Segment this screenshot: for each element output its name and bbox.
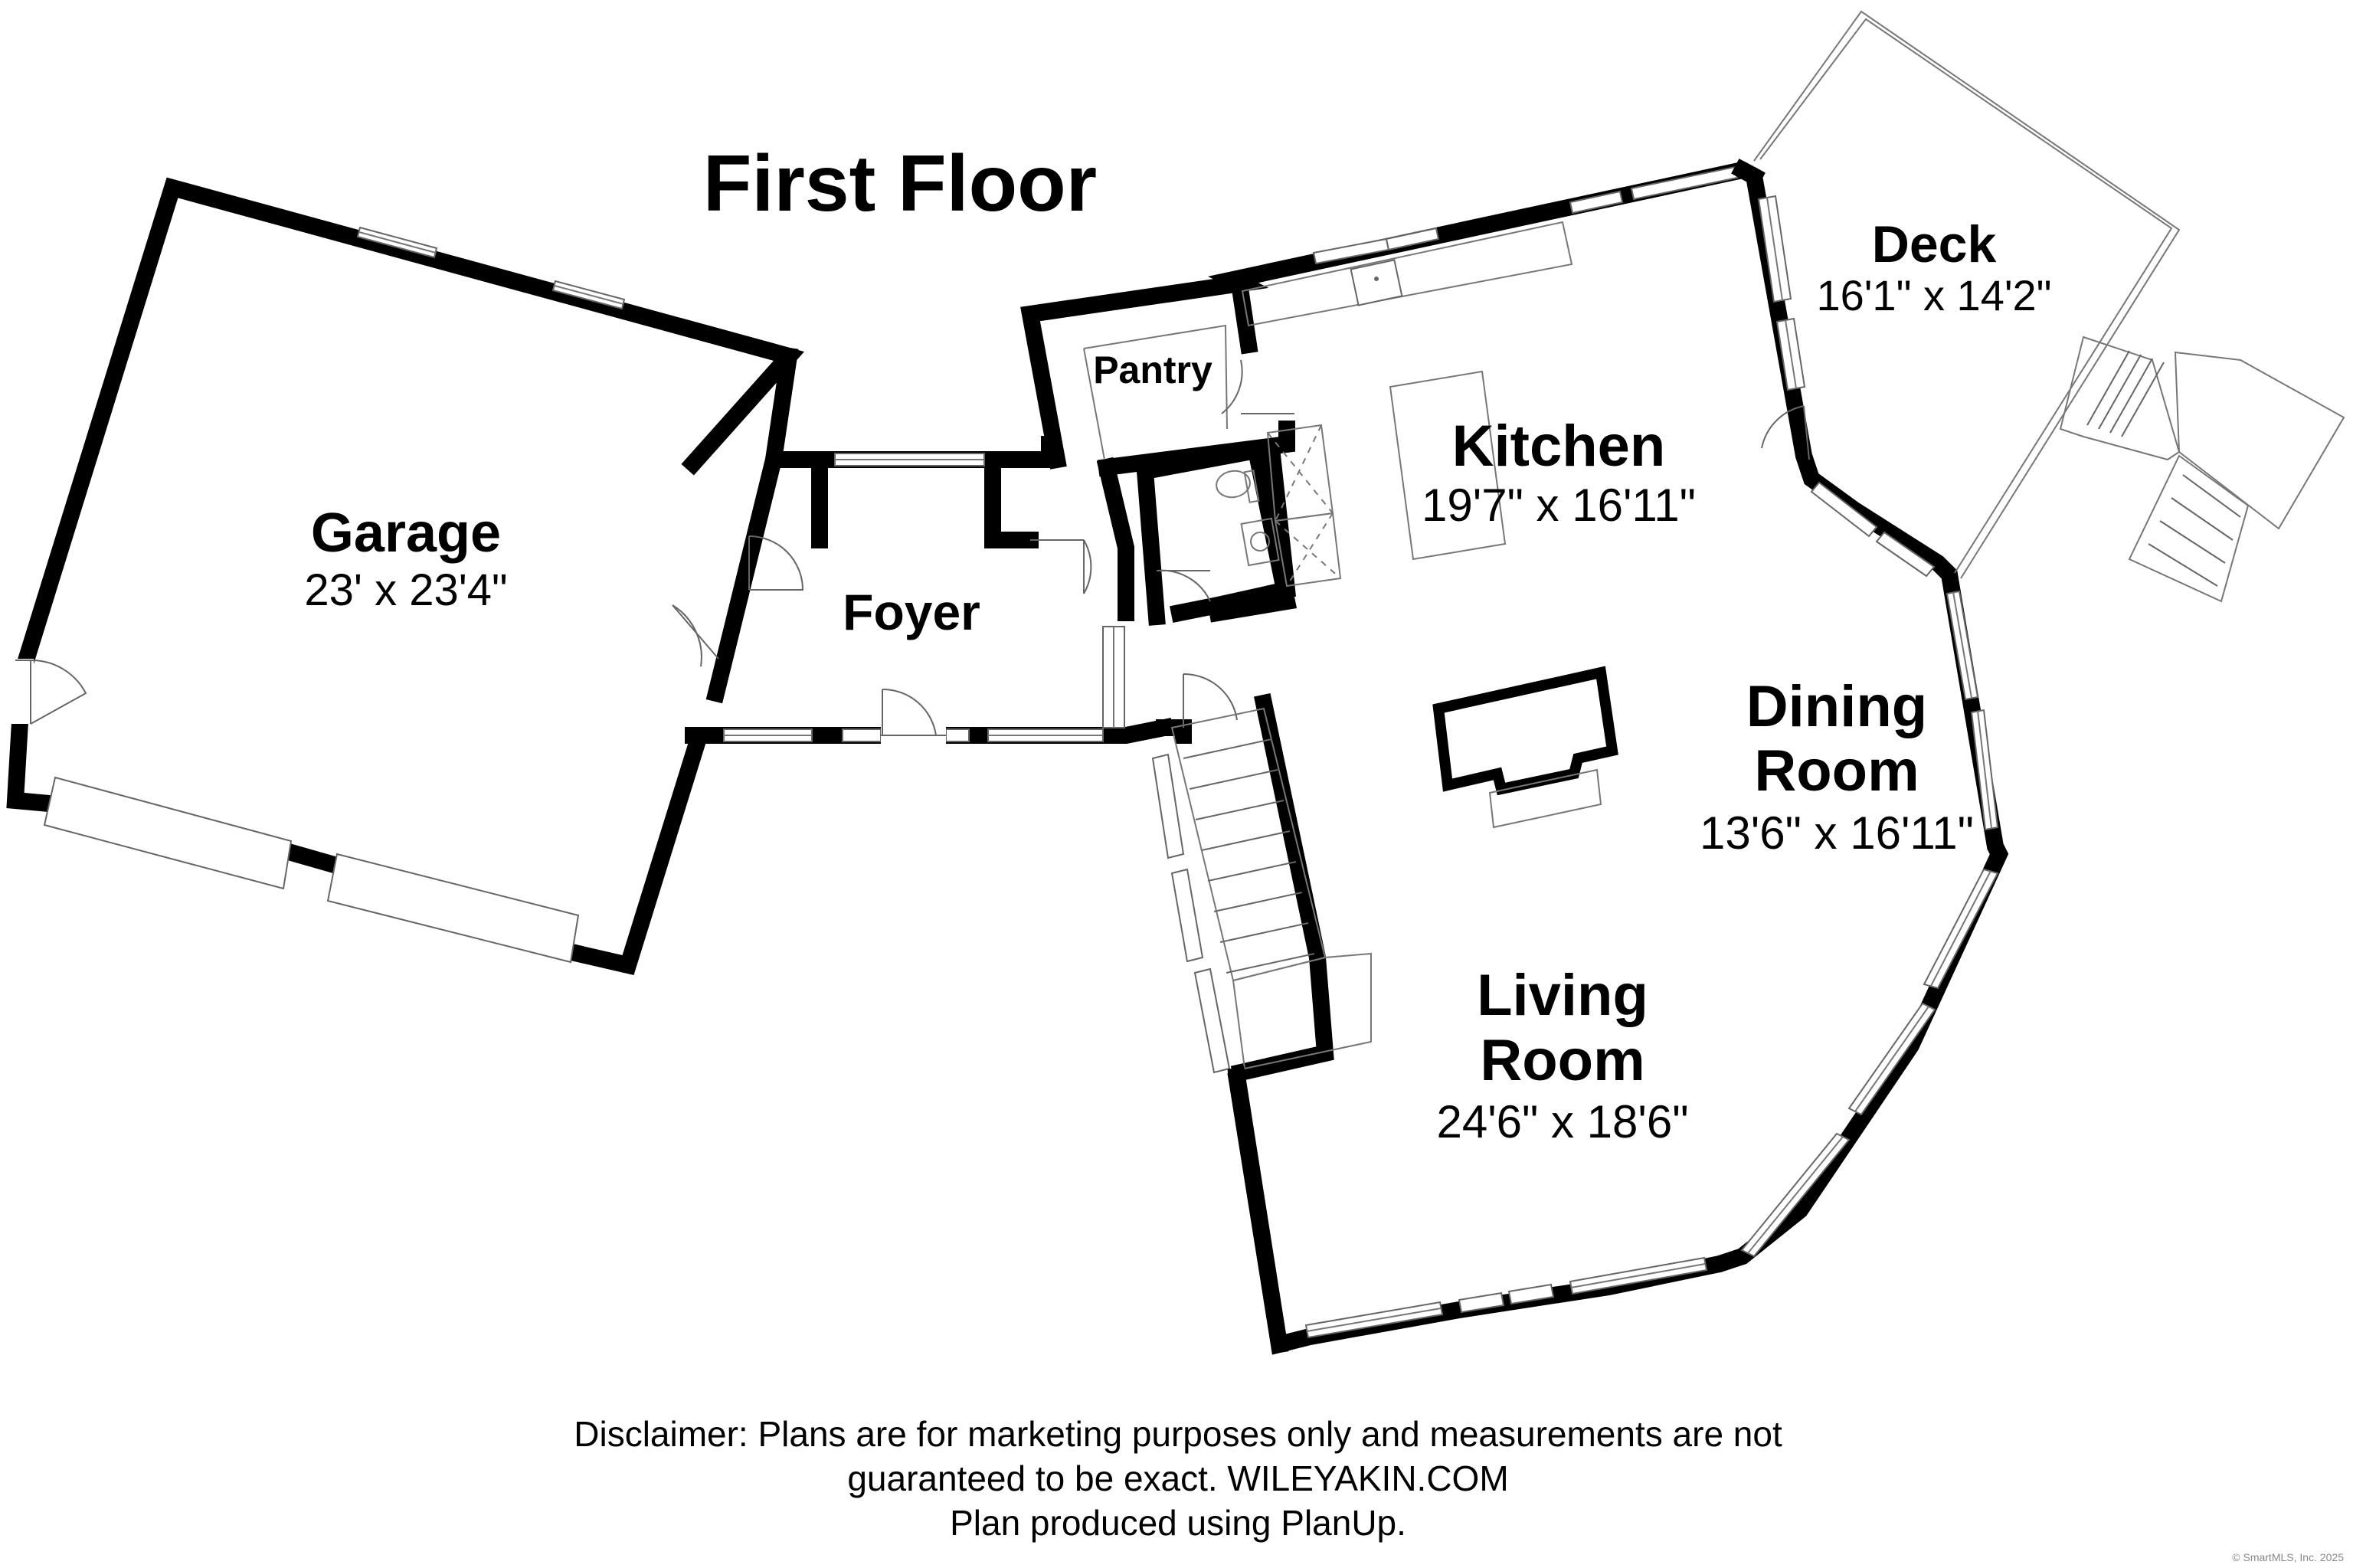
garage-windows — [356, 226, 626, 310]
kitchen-island — [1389, 370, 1507, 561]
southeast-windows — [1740, 868, 1999, 1258]
room-name-dining-line1: Dining — [1746, 674, 1927, 739]
foyer-walls — [685, 346, 1174, 744]
disclaimer-line-3: Plan produced using PlanUp. — [950, 1503, 1406, 1543]
room-dim-deck: 16'1" x 14'2" — [1816, 271, 2051, 319]
room-dim-dining: 13'6" x 16'11" — [1700, 807, 1974, 859]
deck-door — [1761, 405, 1810, 460]
bathroom-door — [1156, 569, 1211, 602]
foyer-window-top — [834, 453, 985, 466]
south-windows — [1304, 1256, 1708, 1339]
living-west-wall — [1227, 1066, 1289, 1354]
disclaimer: Disclaimer: Plans are for marketing purp… — [574, 1414, 1782, 1543]
garage-side-door — [11, 659, 87, 725]
foyer-closet-doors — [748, 535, 1092, 594]
stairs — [1151, 673, 1372, 1083]
kitchen-windows-top — [1312, 165, 1739, 265]
room-name-foyer: Foyer — [843, 584, 980, 640]
garage-foyer-door — [672, 604, 719, 667]
deck-outline — [1753, 10, 2181, 579]
pantry-door — [1221, 359, 1294, 414]
foyer-front-door — [881, 688, 946, 745]
garage-overhead-doors — [43, 776, 580, 964]
east-windows — [1757, 195, 1999, 831]
room-name-dining-line2: Room — [1754, 738, 1919, 804]
disclaimer-line-1: Disclaimer: Plans are for marketing purp… — [574, 1414, 1782, 1454]
disclaimer-line-2: guaranteed to be exact. WILEYAKIN.COM — [847, 1458, 1508, 1498]
shower-stall — [1266, 424, 1342, 588]
room-name-living-line2: Room — [1480, 1028, 1644, 1093]
room-dim-garage: 23' x 23'4" — [304, 565, 507, 615]
room-labels: Garage 23' x 23'4" Foyer Pantry Kitchen … — [304, 215, 2051, 1147]
room-name-deck: Deck — [1872, 215, 1997, 273]
foyer-partition — [1102, 626, 1125, 728]
garage-walls — [6, 177, 805, 976]
room-name-pantry: Pantry — [1093, 349, 1212, 391]
kitchen-counter — [1241, 221, 1573, 327]
foyer-windows-bottom — [723, 728, 1104, 742]
room-name-garage: Garage — [311, 502, 501, 564]
fireplace — [1432, 666, 1618, 829]
deck-stairs — [2059, 336, 2345, 603]
room-name-kitchen: Kitchen — [1452, 414, 1666, 479]
toilet-icon — [1216, 470, 1260, 503]
sink-icon — [1240, 517, 1280, 567]
room-dim-living: 24'6" x 18'6" — [1436, 1096, 1688, 1147]
kitchen-walls — [1020, 161, 1766, 623]
copyright-watermark: © SmartMLS, Inc. 2025 — [2232, 1551, 2344, 1563]
plan-title: First Floor — [703, 139, 1097, 228]
bathroom-walls — [1135, 440, 1298, 626]
room-dim-kitchen: 19'7" x 16'11" — [1422, 480, 1696, 531]
pantry-shelves — [1083, 324, 1228, 460]
room-name-living-line1: Living — [1477, 963, 1648, 1028]
